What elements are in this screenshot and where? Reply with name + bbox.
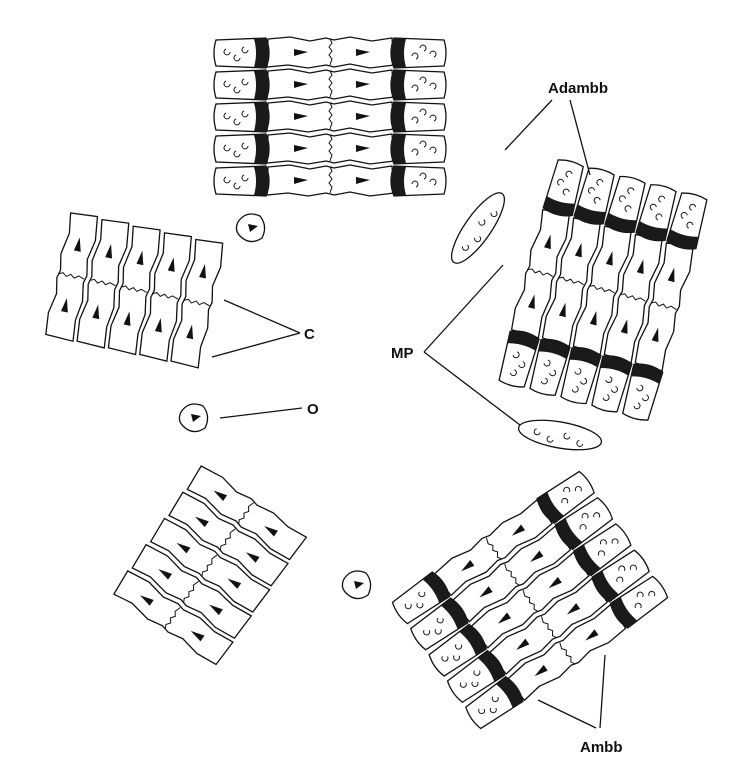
mouth-plate-upper (443, 186, 512, 270)
oral-plate-icon (236, 214, 264, 242)
label-mp: MP (391, 345, 414, 362)
arm-upper-right (496, 157, 710, 422)
arm-lower-left (112, 464, 307, 667)
oral-plate-o (179, 404, 207, 432)
oral-plate-lower (342, 571, 370, 599)
arm-top (214, 37, 446, 196)
arm-lower-right (390, 469, 671, 732)
label-adambb: Adambb (548, 80, 608, 97)
mouth-plate-lower (516, 415, 603, 455)
label-ambb: Ambb (580, 739, 623, 756)
label-o: O (307, 401, 319, 418)
label-c: C (304, 326, 315, 343)
arm-upper-left (44, 211, 226, 368)
